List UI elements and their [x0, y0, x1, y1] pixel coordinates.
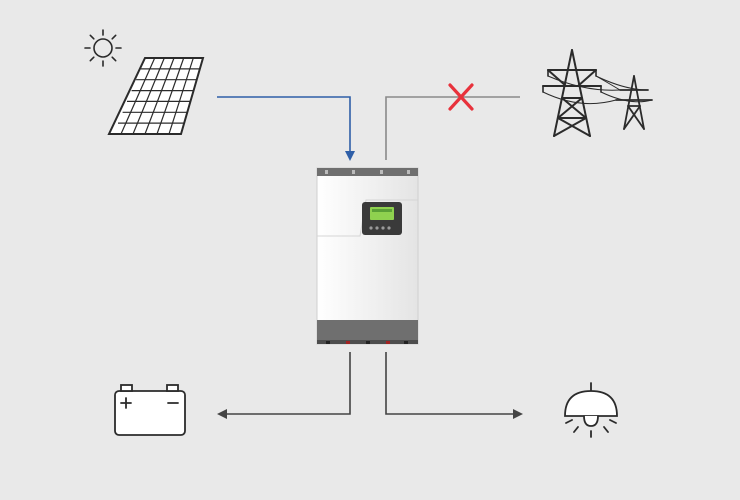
sun-icon: [84, 29, 122, 67]
connection-inverter-to-battery: [217, 352, 351, 419]
inverter-icon: [316, 167, 419, 345]
ceiling-lamp-icon: [564, 382, 618, 438]
power-tower-icon: [542, 49, 653, 137]
connection-solar-to-inverter: [217, 96, 355, 161]
cross-icon: [448, 83, 474, 111]
solar-panel-icon: [107, 57, 205, 135]
battery-icon: [114, 384, 186, 436]
connection-inverter-to-load: [385, 352, 523, 419]
connection-grid-to-inverter: [385, 96, 520, 160]
